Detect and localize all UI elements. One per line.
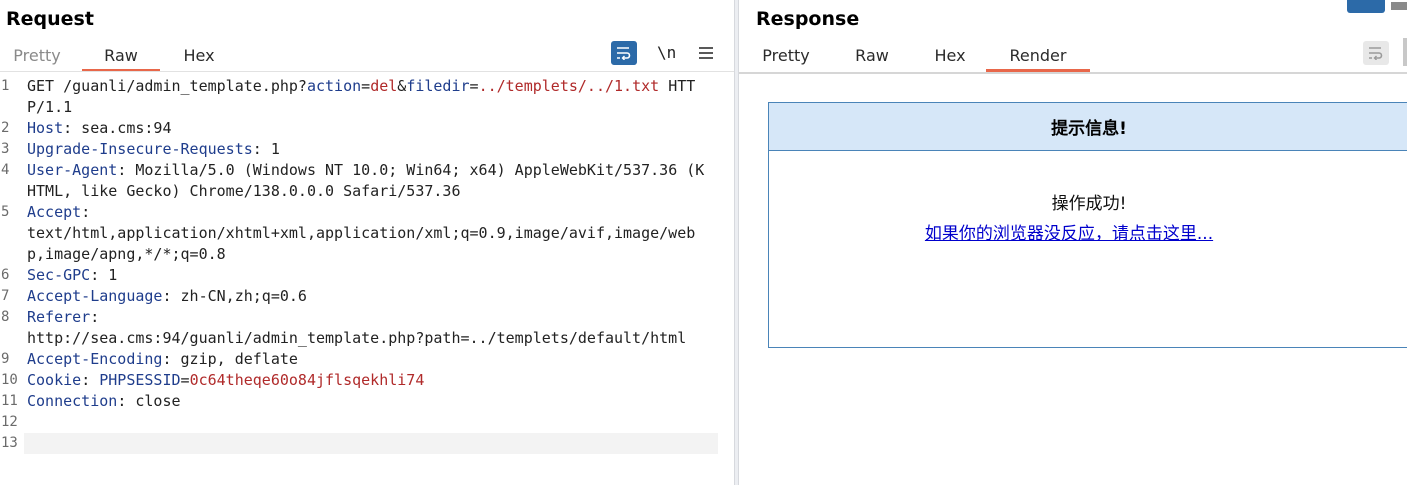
response-tab-pretty[interactable]: Pretty bbox=[762, 46, 810, 65]
request-line: 7 Accept-Language: zh-CN,zh;q=0.6 bbox=[0, 286, 730, 307]
line-content: Host: sea.cms:94 bbox=[27, 119, 172, 137]
request-line: 13 bbox=[0, 433, 730, 454]
rendered-success-message: 操作成功! bbox=[1051, 194, 1127, 214]
response-wrap-lines-button[interactable] bbox=[1363, 41, 1389, 65]
request-tab-raw[interactable]: Raw bbox=[82, 44, 160, 72]
request-menu-button[interactable] bbox=[693, 41, 719, 65]
rendered-box-header: 提示信息! bbox=[769, 103, 1407, 151]
request-line: 2 Host: sea.cms:94 bbox=[0, 118, 730, 139]
line-number: 4 bbox=[1, 162, 10, 178]
pane-splitter[interactable] bbox=[734, 0, 739, 485]
response-tab-hex[interactable]: Hex bbox=[934, 46, 966, 65]
line-number: 12 bbox=[1, 414, 18, 430]
line-content: Accept-Language: zh-CN,zh;q=0.6 bbox=[27, 287, 307, 305]
line-content: Cookie: PHPSESSID=0c64theqe60o84jflsqekh… bbox=[27, 371, 425, 389]
line-number: 1 bbox=[1, 78, 10, 94]
line-content: Referer: http://sea.cms:94/guanli/admin_… bbox=[27, 308, 687, 347]
wrap-lines-icon bbox=[1369, 47, 1383, 60]
line-number: 6 bbox=[1, 267, 10, 283]
request-tab-hex[interactable]: Hex bbox=[183, 46, 215, 65]
line-number: 3 bbox=[1, 141, 10, 157]
rendered-message-box: 提示信息! 操作成功! bbox=[768, 102, 1407, 348]
split-layout-icon[interactable] bbox=[1347, 0, 1385, 13]
response-tabs-divider bbox=[739, 72, 1407, 74]
line-number: 9 bbox=[1, 351, 10, 367]
layout-toggle[interactable] bbox=[1347, 0, 1407, 14]
request-tab-pretty[interactable]: Pretty bbox=[13, 46, 61, 65]
response-tab-raw[interactable]: Raw bbox=[855, 46, 889, 65]
line-content: GET /guanli/admin_template.php?action=de… bbox=[27, 77, 696, 116]
response-tabs: Pretty Raw Hex Render bbox=[739, 44, 1407, 72]
stacked-layout-icon[interactable] bbox=[1391, 2, 1407, 10]
hamburger-menu-icon bbox=[699, 47, 713, 59]
line-number: 11 bbox=[1, 393, 18, 409]
response-side-handle[interactable] bbox=[1403, 38, 1407, 66]
request-line: 12 bbox=[0, 412, 730, 433]
line-number: 13 bbox=[1, 435, 18, 451]
request-pane: Request Pretty Raw Hex \n 1 GET /guanli/a… bbox=[0, 8, 734, 485]
request-line: 9 Accept-Encoding: gzip, deflate bbox=[0, 349, 730, 370]
line-content bbox=[27, 412, 711, 433]
request-tabs: Pretty Raw Hex bbox=[0, 44, 734, 72]
line-content: Sec-GPC: 1 bbox=[27, 266, 118, 284]
response-pane: Response Pretty Raw Hex Render 提示信息! 操作成… bbox=[739, 0, 1407, 485]
request-title: Request bbox=[6, 8, 94, 30]
wrap-lines-button[interactable] bbox=[611, 41, 637, 65]
rendered-redirect-link[interactable]: 如果你的浏览器没反应，请点击这里... bbox=[924, 224, 1214, 244]
request-line: 11 Connection: close bbox=[0, 391, 730, 412]
request-line: 6 Sec-GPC: 1 bbox=[0, 265, 730, 286]
line-content bbox=[24, 433, 718, 454]
request-line: 3 Upgrade-Insecure-Requests: 1 bbox=[0, 139, 730, 160]
request-line: 8 Referer: http://sea.cms:94/guanli/admin… bbox=[0, 307, 730, 349]
request-line: 5 Accept: text/html,application/xhtml+xml… bbox=[0, 202, 730, 265]
line-content: Accept: text/html,application/xhtml+xml,… bbox=[27, 203, 696, 263]
line-number: 8 bbox=[1, 309, 10, 325]
line-content: Accept-Encoding: gzip, deflate bbox=[27, 350, 298, 368]
request-line: 4 User-Agent: Mozilla/5.0 (Windows NT 10.… bbox=[0, 160, 730, 202]
response-title: Response bbox=[756, 8, 860, 30]
line-content: Connection: close bbox=[27, 392, 181, 410]
line-number: 2 bbox=[1, 120, 10, 136]
line-content: User-Agent: Mozilla/5.0 (Windows NT 10.0… bbox=[27, 161, 705, 200]
line-number: 5 bbox=[1, 204, 10, 220]
request-tabs-divider bbox=[0, 71, 734, 72]
line-number: 7 bbox=[1, 288, 10, 304]
request-editor[interactable]: 1 GET /guanli/admin_template.php?action=d… bbox=[0, 76, 730, 485]
response-tab-render[interactable]: Render bbox=[986, 44, 1090, 72]
line-number: 10 bbox=[1, 372, 18, 388]
request-line: 1 GET /guanli/admin_template.php?action=d… bbox=[0, 76, 730, 118]
wrap-lines-icon bbox=[617, 47, 631, 60]
line-content: Upgrade-Insecure-Requests: 1 bbox=[27, 140, 280, 158]
request-line: 10 Cookie: PHPSESSID=0c64theqe60o84jflsqe… bbox=[0, 370, 730, 391]
show-newlines-toggle[interactable]: \n bbox=[657, 43, 677, 62]
